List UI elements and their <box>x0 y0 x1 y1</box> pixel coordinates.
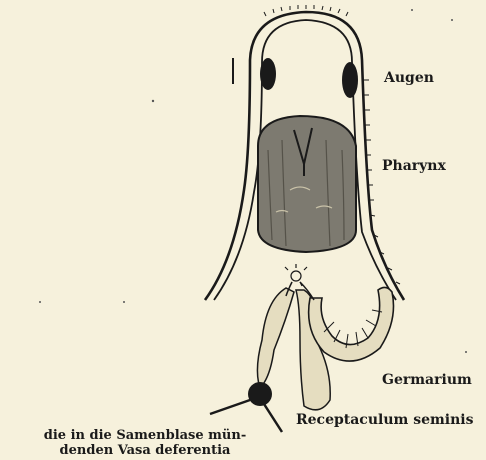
caption-line-2: denden Vasa deferentia <box>4 443 286 458</box>
germarium <box>309 287 394 361</box>
left-eye <box>260 58 276 90</box>
print-specks <box>39 9 467 353</box>
right-eye <box>342 62 358 98</box>
cilia-top <box>264 5 348 16</box>
seminal-duct <box>257 288 294 388</box>
seminal-vesicle <box>248 382 272 406</box>
genital-pore <box>285 264 307 286</box>
caption-vasa-deferentia: die in die Samenblase mün- denden Vasa d… <box>4 428 286 458</box>
caption-line-1: die in die Samenblase mün- <box>4 428 286 443</box>
cilia-right <box>364 80 400 284</box>
label-pharynx: Pharynx <box>382 158 446 174</box>
germarium-body <box>309 287 394 361</box>
label-receptaculum-seminis: Receptaculum seminis <box>296 412 474 428</box>
label-germarium: Germarium <box>382 372 472 388</box>
pharynx <box>258 116 356 252</box>
label-augen: Augen <box>384 70 434 86</box>
pharynx-body <box>258 116 356 252</box>
